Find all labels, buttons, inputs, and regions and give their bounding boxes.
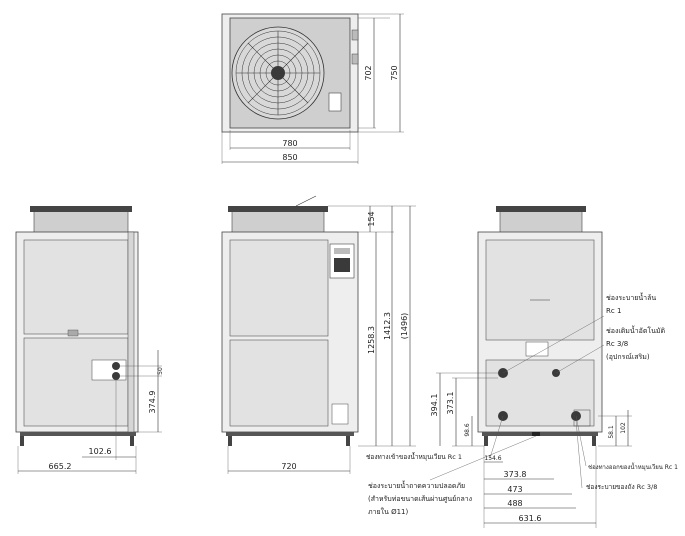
callout-safety-drain-note2: ภายใน Ø11) [368,507,408,516]
left-view-handle [67,329,79,337]
dimension-1496: (1496) [400,313,409,340]
dimension-850: 850 [282,153,297,162]
callout-supply-outlet: ช่องทางออกของน้ำหมุนเวียน Rc 1 [588,461,678,471]
dimension-154-6: 154.6 [484,455,501,462]
dimension-394-1: 394.1 [430,394,439,417]
top-view-panel-box [328,92,342,112]
rear-view-safety-drain [532,432,540,436]
top-view: 780 850 702 750 [221,13,404,164]
front-view-controller-display [334,258,350,272]
left-view-lower-panel [23,337,129,427]
dimension-665-2: 665.2 [49,462,72,471]
dimension-1412-3: 1412.3 [383,312,392,340]
dimension-720: 720 [281,462,296,471]
dimension-780: 780 [282,139,297,148]
front-view-fan-top [231,207,325,237]
left-view-base [20,432,136,436]
left-view-fan-guard [30,206,132,212]
left-view-port [112,372,120,380]
left-view-fan-top [33,207,129,237]
front-view-fan-guard [228,206,328,212]
dimension-58-1: 58.1 [608,425,615,439]
top-view-fan-hub [271,66,285,80]
dimension-374-9: 374.9 [148,391,157,414]
callout-return-inlet: ช่องทางเข้าของน้ำหมุนเวียน Rc 1 [366,452,462,461]
callout-safety-drain-label: ช่องระบายน้ำถาดความปลอดภัย [368,479,465,490]
callout-safety-drain-note1: (สำหรับท่อขนาดเส้นผ่านศูนย์กลาง [368,495,472,503]
front-view-upper-panel [229,239,329,337]
dimension-154: 154 [367,211,376,226]
rear-view-drain-plate [573,409,591,427]
left-view-port-plate [91,359,127,381]
dimension-473: 473 [507,485,522,494]
callout-overflow-size: Rc 1 [606,307,621,315]
left-side-view: 665.2 102.6 374.9 50 [15,206,164,474]
rear-view-fan-guard [496,206,586,212]
callout-auto-fill-size: Rc 3/8 [606,340,628,348]
top-view-port [351,53,359,65]
front-view: 720 154 1258.3 1412.3 (1496) [221,195,416,474]
top-view-port [351,29,359,41]
dimension-750: 750 [390,65,399,80]
rear-view-upper-panel [485,239,595,341]
rear-view: 394.1 373.1 98.6 58.1 102 154.6 373.8 47… [366,206,678,528]
left-view-foot [130,436,134,446]
left-view-foot [20,436,24,446]
front-view-lift-bracket [295,195,317,207]
dimension-373-8: 373.8 [504,470,527,479]
rear-view-foot [484,436,488,446]
callout-tank-drain: ช่องระบายของถัง Rc 3/8 [586,483,657,491]
front-view-breaker-box [331,403,349,425]
left-view-port [112,362,120,370]
front-view-foot [228,436,232,446]
dimension-631-6: 631.6 [519,514,542,523]
left-view-upper-panel [23,239,129,335]
left-view-side-rail [127,231,135,433]
dimension-50: 50 [157,367,164,375]
front-view-lower-panel [229,339,329,427]
dimension-102-6: 102.6 [89,447,112,456]
rear-view-fan-top [499,207,583,237]
callout-auto-fill-note: (อุปกรณ์เสริม) [606,353,650,361]
dimension-373-1: 373.1 [446,392,455,415]
callout-auto-fill-label: ช่องเติมน้ำอัตโนมัติ [606,324,666,335]
front-view-base [226,432,354,436]
front-view-foot [346,436,350,446]
callout-overflow-label: ช่องระบายน้ำล้น [606,291,656,302]
dimension-488: 488 [507,499,522,508]
dimension-702: 702 [364,65,373,80]
rear-view-foot [592,436,596,446]
rear-view-label [525,341,549,357]
dimension-98-6: 98.6 [464,423,471,437]
dimension-1258-3: 1258.3 [367,326,376,354]
front-view-controller-label [334,248,350,254]
dimension-102: 102 [620,422,627,434]
